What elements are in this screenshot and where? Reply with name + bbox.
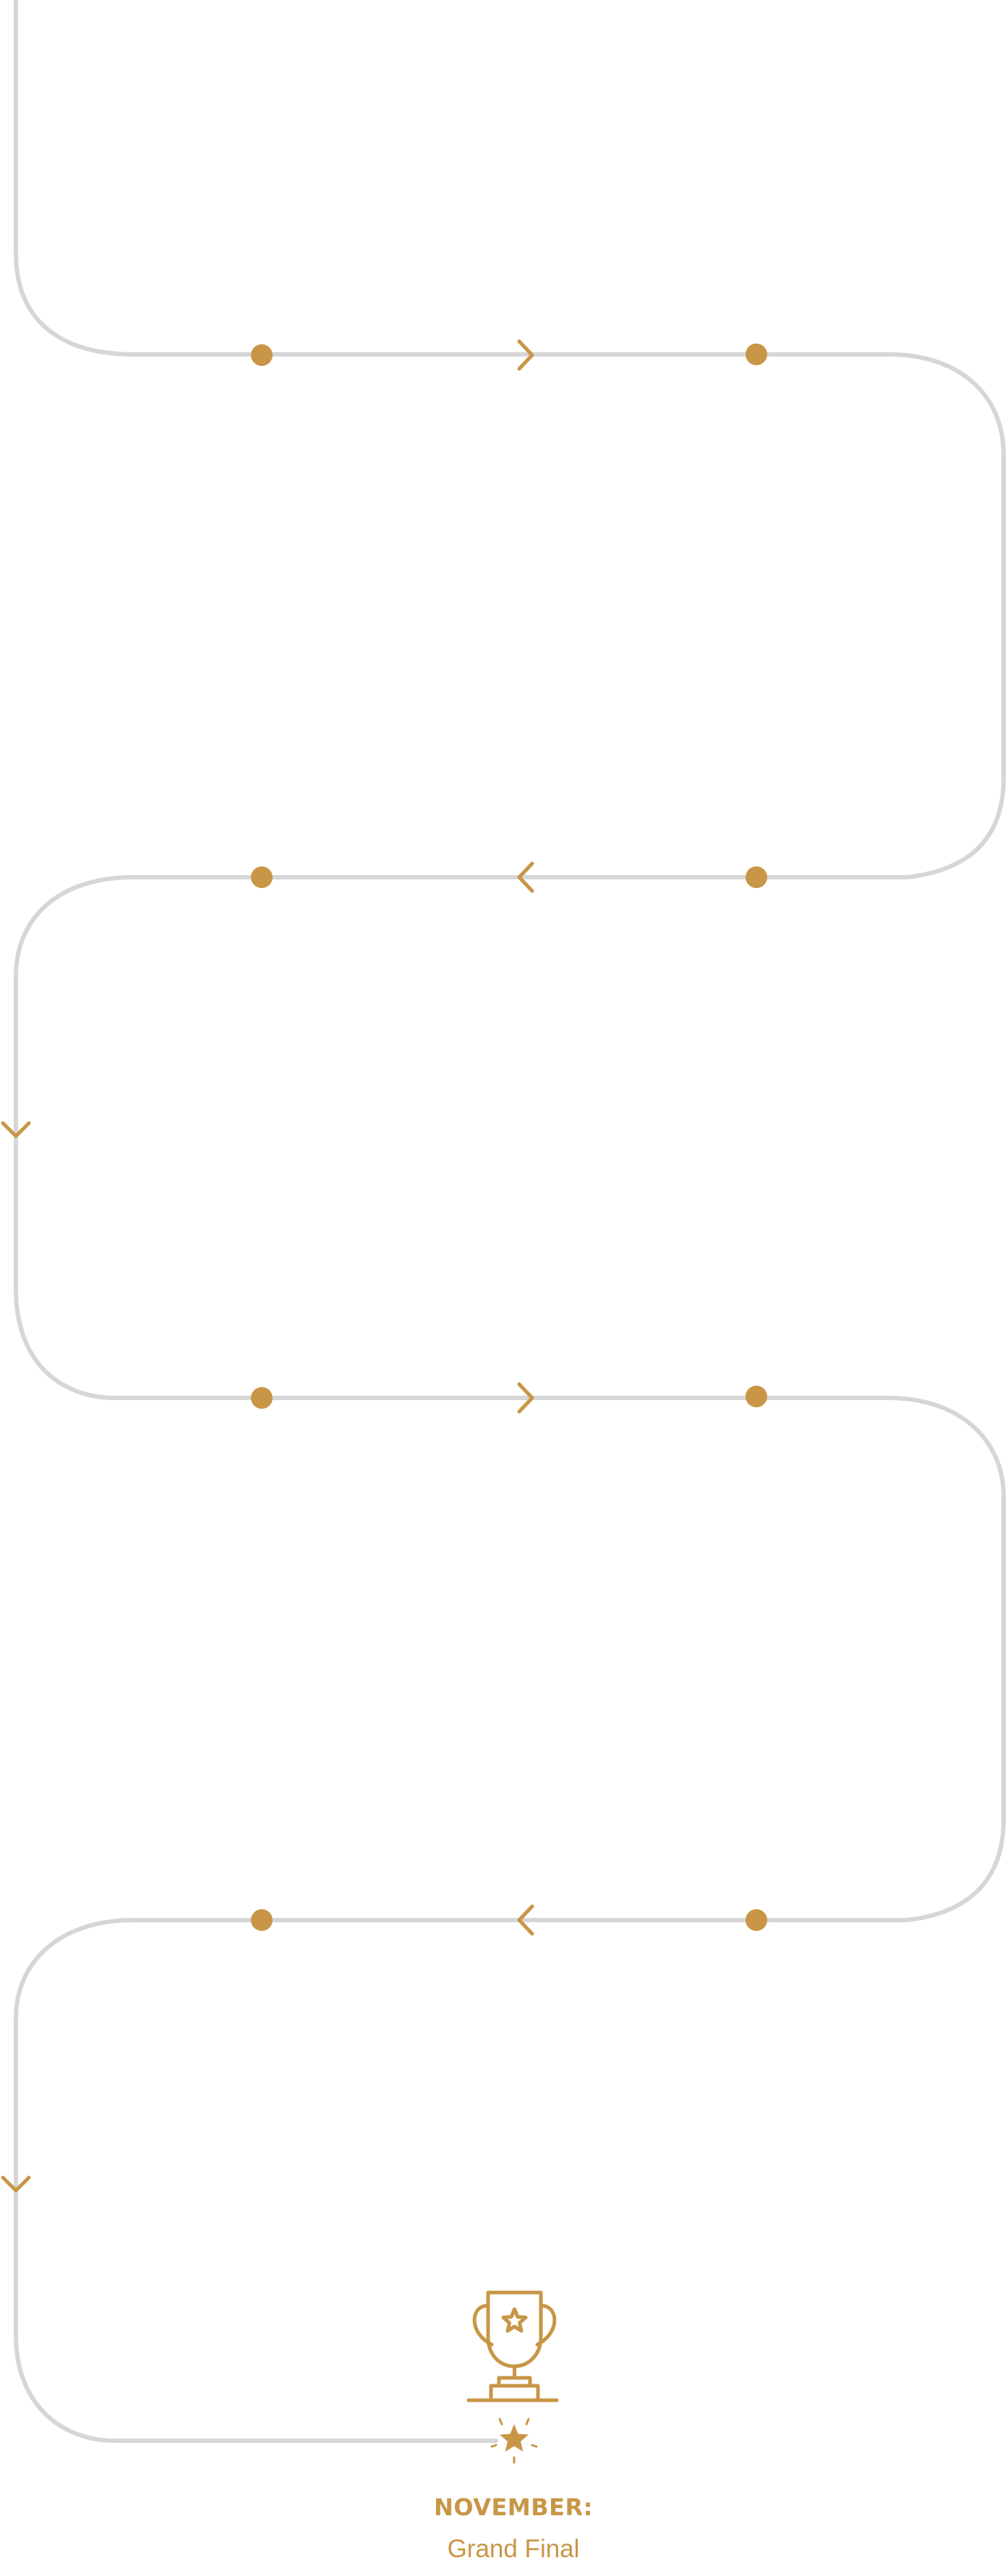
milestones bbox=[251, 344, 767, 1931]
chevron-down-icon bbox=[1, 2175, 31, 2193]
timeline-path bbox=[14, 0, 1006, 2443]
direction-arrows bbox=[1, 339, 534, 2193]
milestone-dot bbox=[251, 866, 273, 888]
milestone-dot bbox=[746, 866, 767, 888]
final-title-label: Grand Final bbox=[447, 2535, 580, 2563]
sparkle-star-icon bbox=[490, 2418, 538, 2464]
chevron-left-icon bbox=[517, 1904, 534, 1936]
chevron-left-icon bbox=[517, 861, 534, 893]
chevron-right-icon bbox=[517, 1382, 534, 1414]
milestone-dot bbox=[251, 1387, 273, 1409]
trophy-icon bbox=[466, 2290, 559, 2402]
milestone-dot bbox=[746, 1909, 767, 1931]
milestone-dot bbox=[746, 1386, 767, 1407]
milestone-dot bbox=[251, 1909, 273, 1931]
milestone-dot bbox=[746, 344, 767, 365]
final-month-label: NOVEMBER: bbox=[434, 2494, 593, 2521]
milestone-dot bbox=[251, 344, 273, 366]
chevron-right-icon bbox=[517, 339, 534, 371]
chevron-down-icon bbox=[1, 1121, 31, 1138]
